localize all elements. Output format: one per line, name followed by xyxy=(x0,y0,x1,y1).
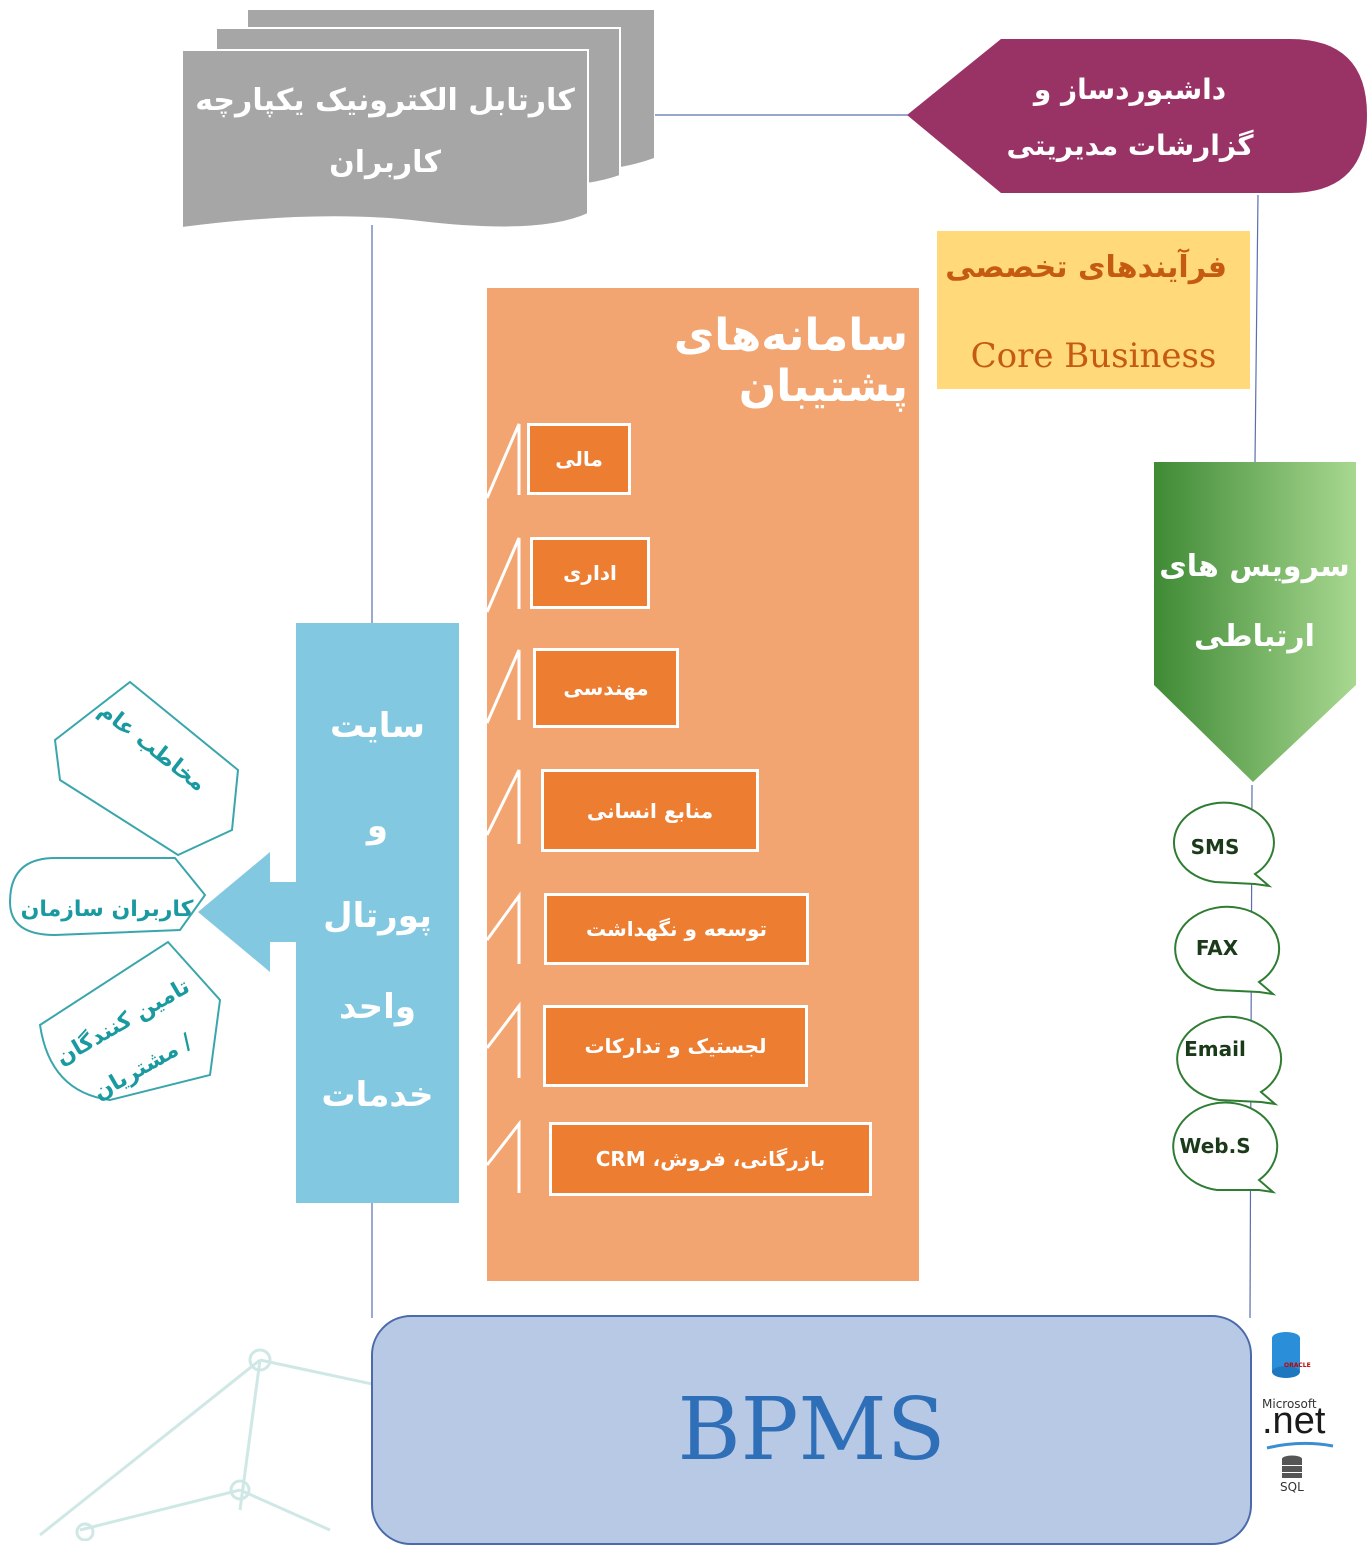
kartabl-line2: کاربران xyxy=(329,145,441,180)
support-item-logistics-procurement[interactable]: لجستیک و تدارکات xyxy=(543,1005,808,1087)
core-business-title-fa: فرآیندهای تخصصی xyxy=(945,250,1227,285)
portal-line-5: خدمات xyxy=(321,1075,434,1115)
bpms-platform xyxy=(371,1315,1252,1545)
audience-bubbles xyxy=(8,680,240,1102)
support-item-human-resources[interactable]: منابع انسانی xyxy=(541,769,759,852)
bpms-label: BPMS xyxy=(677,1380,946,1480)
dashboard-line1: داشبوردساز و xyxy=(1033,73,1227,106)
communication-services-title: سرویس های ارتباطی xyxy=(1152,532,1357,672)
support-item-brackets xyxy=(485,423,521,1193)
portal-line-1: سایت xyxy=(330,706,425,746)
core-business-title-en: Core Business xyxy=(970,336,1217,376)
dashboard-title: داشبوردساز و گزارشات مدیریتی xyxy=(1000,62,1260,174)
portal-line-2: و xyxy=(366,806,389,846)
support-systems-title: سامانه‌های پشتیبان xyxy=(673,310,908,412)
sql-database-icon xyxy=(1282,1455,1302,1478)
dotnet-logo: .net xyxy=(1262,1400,1326,1442)
channel-fax: FAX xyxy=(1195,936,1239,960)
channel-sms: SMS xyxy=(1190,835,1240,859)
core-business-box xyxy=(937,231,1250,389)
channel-web-service: Web.S xyxy=(1179,1134,1251,1158)
dashboard-line2: گزارشات مدیریتی xyxy=(1006,129,1254,162)
channel-bubbles xyxy=(1172,801,1283,1194)
kartabl-line1: کارتابل الکترونیک یکپارچه xyxy=(195,83,575,118)
communication-line2: ارتباطی xyxy=(1194,619,1315,654)
audience-org-users: کاربران سازمان xyxy=(20,897,194,922)
portal-line-4: واحد xyxy=(339,987,416,1027)
portal-line-3: پورتال xyxy=(323,896,432,936)
support-item-sales-crm[interactable]: بازرگانی، فروش، CRM xyxy=(549,1122,872,1196)
oracle-label: ORACLE xyxy=(1284,1362,1311,1369)
sql-label: SQL xyxy=(1280,1480,1304,1494)
support-item-engineering[interactable]: مهندسی xyxy=(533,648,679,728)
communication-services-shape xyxy=(1154,462,1356,782)
kartabl-document-stack xyxy=(181,10,654,230)
dashboard-shape xyxy=(907,39,1367,193)
communication-line1: سرویس های xyxy=(1159,549,1350,584)
kartabl-title: کارتابل الکترونیک یکپارچه کاربران xyxy=(190,70,580,194)
portal-arrow xyxy=(198,852,296,972)
microsoft-label: Microsoft xyxy=(1262,1397,1317,1411)
portal-box xyxy=(296,623,459,1203)
channel-email: Email xyxy=(1184,1037,1246,1061)
oracle-database-icon xyxy=(1272,1332,1300,1378)
support-item-administrative[interactable]: اداری xyxy=(530,537,650,609)
background-network-decoration xyxy=(39,1348,401,1541)
support-item-finance[interactable]: مالی xyxy=(527,423,631,495)
support-item-development-maintenance[interactable]: توسعه و نگهداشت xyxy=(544,893,809,965)
dotnet-swoosh-icon xyxy=(1266,1441,1334,1450)
